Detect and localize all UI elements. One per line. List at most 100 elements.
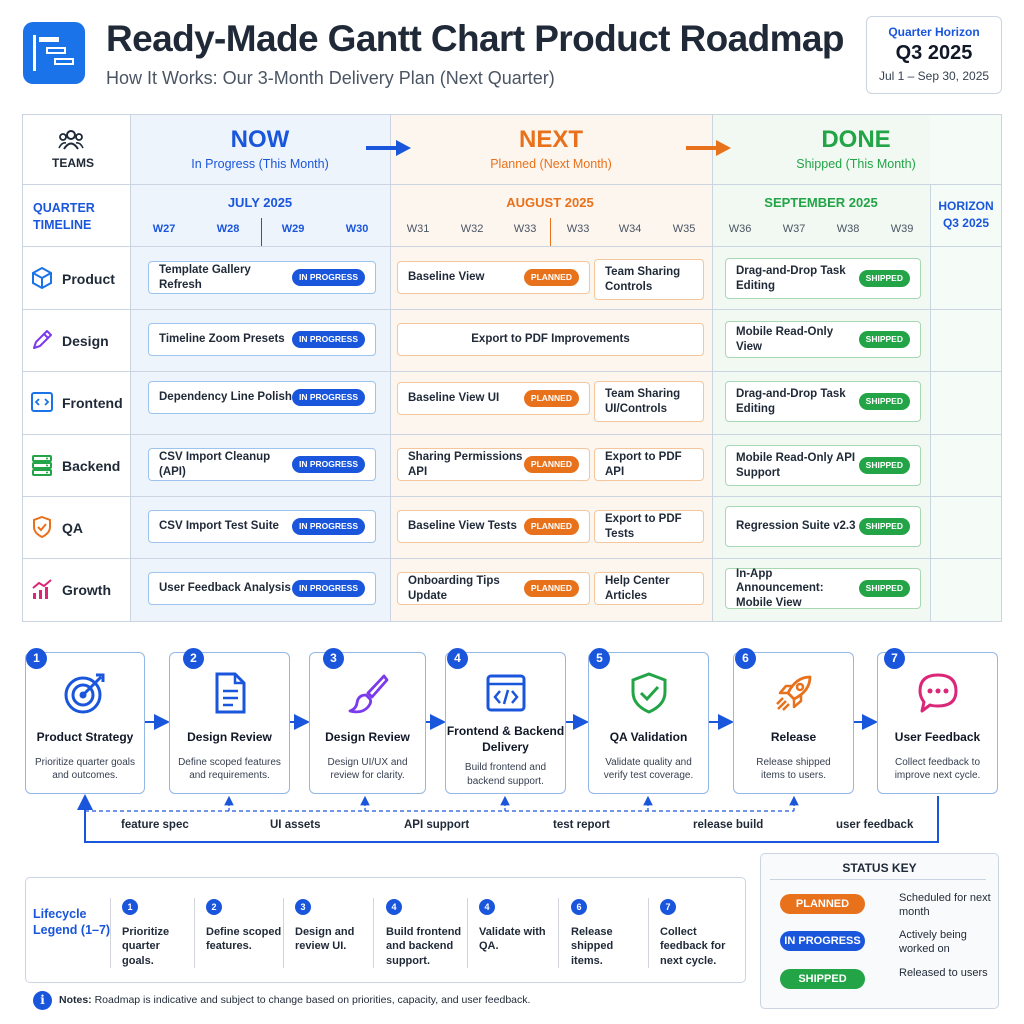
task-bar[interactable]: Template Gallery Refresh IN PROGRESS — [148, 261, 376, 294]
flow-step-2: Design Review Define scoped features and… — [169, 652, 290, 794]
flow-title: Product Strategy — [36, 730, 134, 744]
team-growth: Growth — [62, 582, 111, 598]
quarter-value: Q3 2025 — [895, 42, 973, 64]
grid-line — [22, 246, 1002, 247]
flow-desc: Design UI/UX and review for clarity. — [327, 756, 408, 782]
task-bar[interactable]: Dependency Line Polish IN PROGRESS — [148, 381, 376, 414]
task-title: In-App Announcement: Mobile View — [736, 567, 824, 609]
status-badge: PLANNED — [523, 390, 579, 407]
task-title: Team Sharing Controls — [605, 266, 681, 293]
week-label: W37 — [782, 223, 806, 235]
legend-text: Release shipped items. — [571, 926, 614, 967]
task-bar[interactable]: Regression Suite v2.3 SHIPPED — [725, 506, 921, 547]
task-bar[interactable]: Export to PDF Tests — [594, 510, 704, 543]
task-title: Template Gallery Refresh — [159, 264, 251, 291]
done-subtitle: Shipped (This Month) — [796, 157, 916, 171]
week-label: W29 — [281, 223, 305, 235]
week-label: W33 — [566, 223, 590, 235]
task-bar[interactable]: Mobile Read-Only API Support SHIPPED — [725, 445, 921, 486]
app-logo — [23, 22, 85, 84]
flow-connectors — [77, 714, 939, 843]
legend-text: Validate with QA. — [479, 926, 546, 953]
task-bar[interactable]: Export to PDF Improvements — [397, 323, 704, 356]
status-badge: SHIPPED — [858, 270, 910, 287]
flow-title: Design Review — [187, 730, 272, 744]
team-design: Design — [62, 333, 109, 349]
task-bar[interactable]: User Feedback Analysis IN PROGRESS — [148, 572, 376, 605]
status-badge: PLANNED — [523, 518, 579, 535]
task-bar[interactable]: CSV Import Test Suite IN PROGRESS — [148, 510, 376, 543]
task-bar[interactable]: CSV Import Cleanup (API) IN PROGRESS — [148, 448, 376, 481]
step-number: 3 — [323, 648, 344, 669]
shield-check-icon — [33, 515, 51, 539]
code-window-icon — [31, 392, 53, 412]
task-bar[interactable]: Team Sharing Controls — [594, 259, 704, 300]
task-bar[interactable]: Sharing Permissions API PLANNED — [397, 448, 590, 481]
grid-line — [22, 434, 1002, 435]
week-label: W38 — [836, 223, 860, 235]
quarter-label: Quarter Horizon — [888, 25, 980, 39]
legend-number: 2 — [206, 899, 222, 915]
legend-number: 3 — [295, 899, 311, 915]
code-icon — [486, 674, 525, 712]
legend-number: 7 — [660, 899, 676, 915]
quarter-horizon-box: Quarter Horizon Q3 2025 Jul 1 – Sep 30, … — [866, 16, 1002, 94]
task-title: Export to PDF Improvements — [471, 333, 630, 346]
flow-desc: Prioritize quarter goals and outcomes. — [34, 756, 136, 782]
notes: Notes: Roadmap is indicative and subject… — [59, 994, 530, 1006]
feedback-label: test report — [553, 819, 610, 831]
feedback-label: feature spec — [121, 819, 189, 831]
status-badge: IN PROGRESS — [291, 269, 365, 286]
grid-line — [22, 309, 1002, 310]
status-badge: IN PROGRESS — [291, 518, 365, 535]
task-bar[interactable]: Baseline View Tests PLANNED — [397, 510, 590, 543]
task-bar[interactable]: Timeline Zoom Presets IN PROGRESS — [148, 323, 376, 356]
task-bar[interactable]: Drag-and-Drop Task Editing SHIPPED — [725, 381, 921, 422]
week-label: W30 — [345, 223, 369, 235]
status-badge: PLANNED — [523, 580, 579, 597]
task-bar[interactable]: Onboarding Tips Update PLANNED — [397, 572, 590, 605]
feedback-label: release build — [693, 819, 764, 831]
task-title: Mobile Read-Only View — [736, 326, 834, 353]
task-title: User Feedback Analysis — [159, 582, 291, 595]
legend-title-line: Lifecycle — [33, 907, 87, 921]
legend-number: 1 — [122, 899, 138, 915]
task-bar[interactable]: In-App Announcement: Mobile View SHIPPED — [725, 568, 921, 609]
task-bar[interactable]: Mobile Read-Only View SHIPPED — [725, 321, 921, 358]
quarter-timeline-label: QUARTER TIMELINE — [33, 200, 95, 234]
task-bar[interactable]: Help Center Articles — [594, 572, 704, 605]
shield-check-icon — [631, 672, 666, 714]
task-bar[interactable]: Baseline View PLANNED — [397, 261, 590, 294]
task-title: Regression Suite v2.3 — [736, 520, 856, 533]
legend-text: Collect feedback for next cycle. — [660, 926, 726, 967]
notes-label: Notes: — [59, 994, 92, 1006]
flow-title: Release — [770, 730, 817, 744]
week-label: W36 — [728, 223, 752, 235]
roadmap-grid — [22, 114, 1002, 622]
quarter-dates: Jul 1 – Sep 30, 2025 — [878, 69, 990, 83]
week-label: W39 — [890, 223, 914, 235]
step-number: 6 — [735, 648, 756, 669]
status-badge: SHIPPED — [858, 518, 910, 535]
feedback-label: UI assets — [270, 819, 321, 831]
next-subtitle: Planned (Next Month) — [490, 157, 612, 171]
divider — [648, 898, 649, 968]
task-bar[interactable]: Drag-and-Drop Task Editing SHIPPED — [725, 258, 921, 299]
legend-text: Build frontend and backend support. — [386, 926, 462, 967]
task-title: Dependency Line Polish — [159, 391, 292, 404]
divider — [283, 898, 284, 968]
divider — [770, 879, 986, 880]
status-pill-shipped: SHIPPED — [780, 969, 865, 989]
task-bar[interactable]: Export to PDF API — [594, 448, 704, 481]
flow-step-6: Release Release shipped items to users. — [733, 652, 854, 794]
status-key-title: STATUS KEY — [842, 861, 917, 875]
task-title: Team Sharing UI/Controls — [605, 388, 681, 415]
status-desc: Actively being worked on — [899, 929, 967, 956]
task-bar[interactable]: Baseline View UI PLANNED — [397, 382, 590, 415]
task-bar[interactable]: Team Sharing UI/Controls — [594, 381, 704, 422]
now-title: NOW — [230, 126, 290, 153]
feedback-label: API support — [404, 819, 470, 831]
task-title: Export to PDF Tests — [605, 513, 682, 540]
legend-number: 4 — [386, 899, 402, 915]
status-badge: IN PROGRESS — [291, 456, 365, 473]
